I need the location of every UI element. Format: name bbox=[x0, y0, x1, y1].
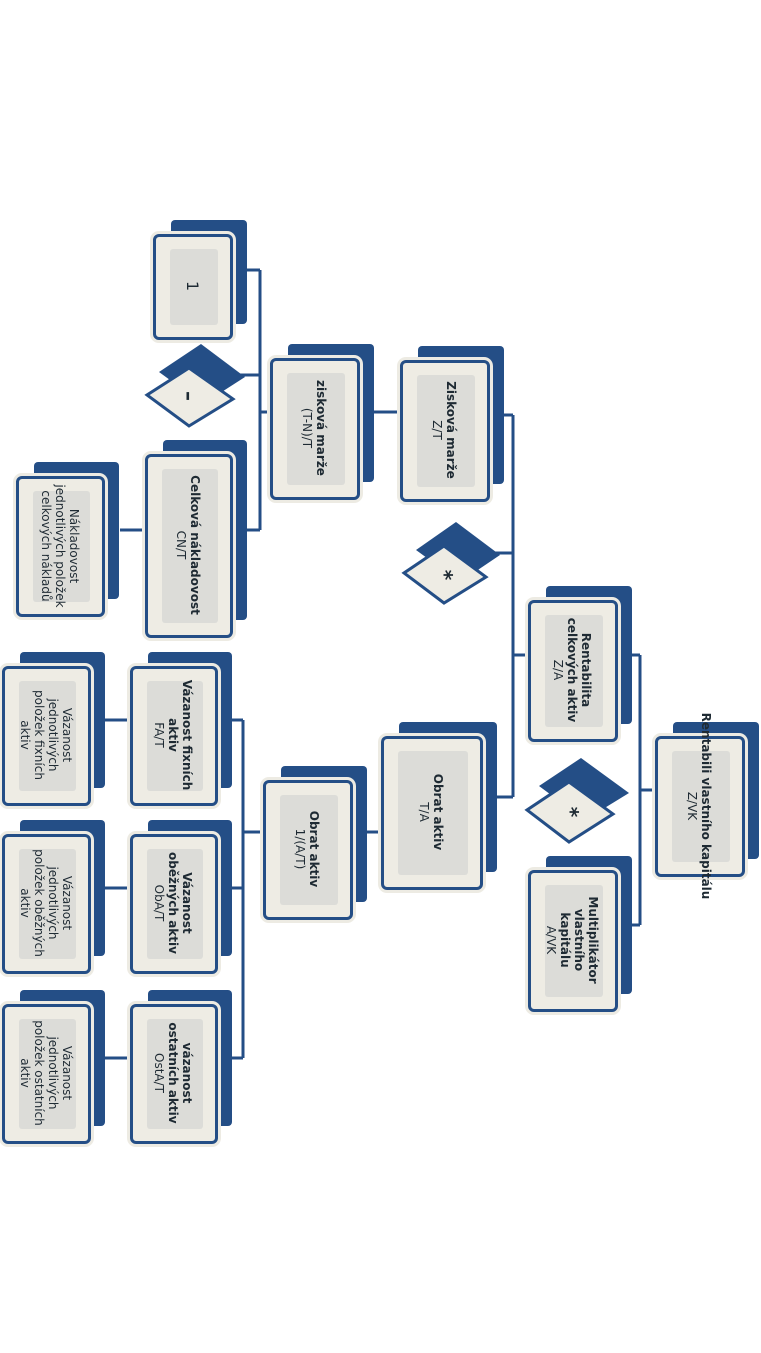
node-nakladovost-polozek: Nákladovost jednotlivých položek celkový… bbox=[16, 462, 119, 617]
node-formula: A/VK bbox=[544, 925, 558, 955]
node-formula: Vázanost jednotlivých položek oběžných a… bbox=[17, 849, 74, 957]
node-title: Vázanost fixních aktiv bbox=[166, 679, 194, 791]
node-formula: Vázanost jednotlivých položek fixních ak… bbox=[17, 690, 74, 780]
node-vazanost-polozek-ostatni: Vázanost jednotlivých položek ostatních … bbox=[2, 990, 105, 1144]
node-title: Celková nákladovost bbox=[188, 475, 202, 615]
node-vazanost-obeznych-aktiv: Vázanost oběžných aktiv ObA/T bbox=[130, 820, 232, 974]
node-title: Zisková marže bbox=[444, 381, 458, 479]
node-formula: Z/VK bbox=[685, 791, 699, 820]
node-title: Obrat aktiv bbox=[307, 810, 321, 888]
node-rentabilita-celkovych-aktiv: Rentabilita celkových aktiv Z/A bbox=[528, 586, 632, 742]
node-vazanost-fixnich-aktiv: Vázanost fixních aktiv FA/T bbox=[130, 652, 232, 806]
node-formula: CN/T bbox=[174, 530, 188, 560]
node-formula: (T-N)/T bbox=[300, 407, 314, 449]
node-obrat-aktiv: Obrat aktiv T/A bbox=[381, 722, 497, 890]
node-formula: ObA/T bbox=[152, 884, 166, 922]
multiply-symbol: * bbox=[433, 569, 457, 581]
node-obrat-aktiv-inverse: Obrat aktiv 1/(A/T) bbox=[263, 766, 367, 920]
node-vazanost-polozek-obezne: Vázanost jednotlivých položek oběžných a… bbox=[2, 820, 105, 974]
node-title: Obrat aktiv bbox=[431, 773, 445, 851]
node-title: Rentabilita celkových aktiv bbox=[565, 617, 593, 723]
node-ziskova-marze-tn: zisková marže (T-N)/T bbox=[270, 344, 374, 500]
node-formula: OstA/T bbox=[152, 1053, 166, 1093]
node-vazanost-polozek-fixni: Vázanost jednotlivých položek fixních ak… bbox=[2, 652, 105, 806]
node-formula: T/A bbox=[417, 802, 431, 822]
node-ziskova-marze: Zisková marže Z/T bbox=[400, 346, 504, 502]
node-formula: Vázanost jednotlivých položek ostatních … bbox=[17, 1020, 74, 1126]
multiply-operator: * bbox=[524, 758, 629, 844]
node-title: 1 bbox=[183, 280, 202, 292]
node-rentabilita-vlastniho-kapitalu: Rentabili vlastního kapitálu Z/VK bbox=[655, 712, 759, 899]
node-title: zisková marže bbox=[314, 380, 328, 476]
node-formula: Z/T bbox=[430, 420, 444, 440]
node-multiplikator-vlastniho-kapitalu: Multiplikátor vlastního kapitálu A/VK bbox=[528, 856, 632, 1012]
node-title: vázanost ostatních aktiv bbox=[166, 1022, 194, 1124]
node-title: Rentabili vlastního kapitálu bbox=[699, 712, 713, 899]
multiply-symbol: * bbox=[559, 806, 583, 818]
minus-operator: – bbox=[144, 344, 245, 428]
node-title: Vázanost oběžných aktiv bbox=[166, 852, 194, 954]
node-formula: Z/A bbox=[551, 659, 565, 681]
node-title: Multiplikátor vlastního kapitálu bbox=[558, 896, 600, 984]
minus-symbol: – bbox=[177, 391, 201, 401]
node-formula: FA/T bbox=[152, 722, 166, 748]
node-vazanost-ostatnich-aktiv: vázanost ostatních aktiv OstA/T bbox=[130, 990, 232, 1144]
node-celkova-nakladovost: Celková nákladovost CN/T bbox=[145, 440, 247, 638]
multiply-operator-top: * bbox=[401, 522, 500, 605]
node-formula: Nákladovost jednotlivých položek celkový… bbox=[38, 483, 81, 608]
node-one: 1 bbox=[153, 220, 247, 340]
node-formula: 1/(A/T) bbox=[293, 828, 307, 870]
